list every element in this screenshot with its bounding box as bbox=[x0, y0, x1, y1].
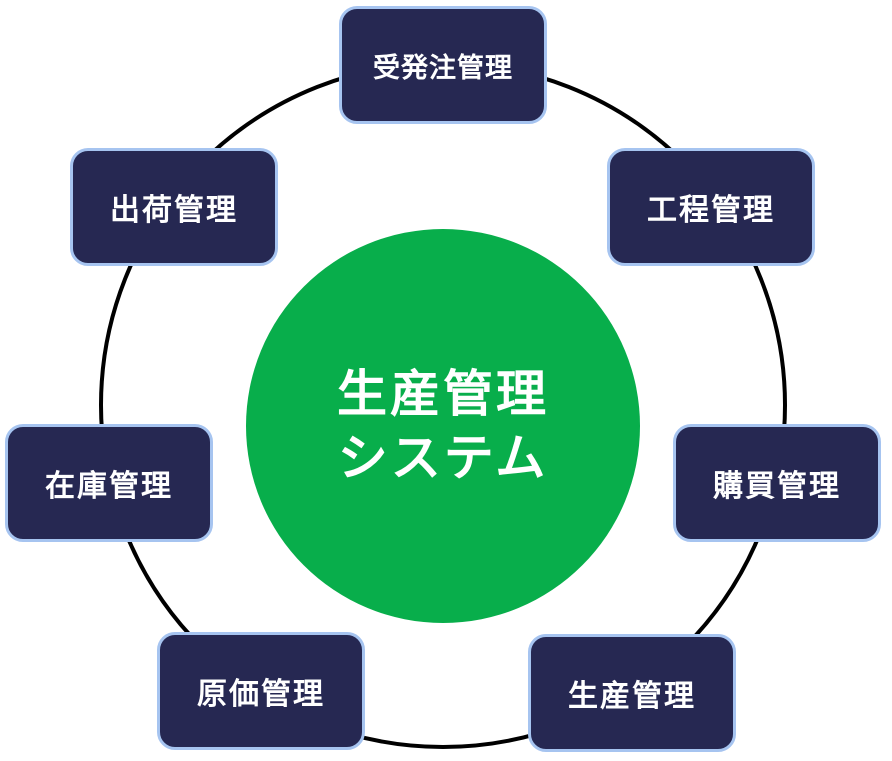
module-process: 工程管理 bbox=[607, 148, 815, 266]
module-order: 受発注管理 bbox=[339, 6, 547, 124]
center-title-line2: システム bbox=[337, 429, 549, 487]
module-purchase: 購買管理 bbox=[673, 424, 881, 542]
module-production: 生産管理 bbox=[528, 634, 736, 752]
module-inventory: 在庫管理 bbox=[5, 424, 213, 542]
module-cost: 原価管理 bbox=[157, 632, 365, 750]
module-shipping: 出荷管理 bbox=[70, 148, 278, 266]
center-title-line1: 生産管理 bbox=[337, 365, 549, 423]
center-system-circle: 生産管理 システム bbox=[246, 229, 640, 623]
